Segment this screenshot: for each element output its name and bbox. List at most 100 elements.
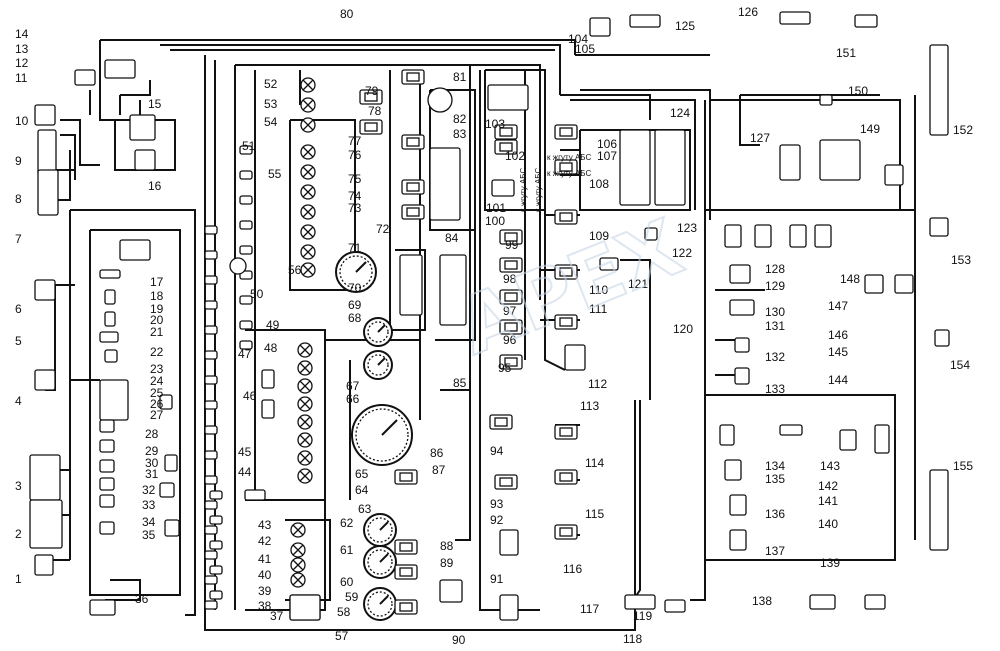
- sensor-145: [864, 274, 884, 294]
- callout-label: 9: [15, 154, 22, 168]
- callout-label: 92: [490, 513, 504, 527]
- indicator-lamp: [290, 542, 306, 558]
- callout-labels: 1234567891011121314151617181920212223242…: [15, 5, 973, 647]
- lamp-cross: [299, 416, 311, 428]
- sensor-144: [894, 274, 914, 294]
- unit-149: [819, 139, 861, 181]
- callout-label: 33: [142, 498, 156, 512]
- wire: [455, 65, 471, 541]
- relay-core: [494, 417, 508, 427]
- callout-label: 42: [258, 534, 272, 548]
- connector: [204, 400, 218, 410]
- unit-112: [564, 344, 586, 371]
- callout-label: 11: [15, 71, 28, 85]
- relay-core: [504, 292, 518, 302]
- callout-label: 99: [505, 238, 519, 252]
- connector: [239, 145, 253, 155]
- callout-label: 31: [145, 467, 159, 481]
- callout-label: 52: [264, 77, 278, 91]
- connector: [239, 295, 253, 305]
- callout-label: 148: [840, 272, 860, 286]
- callout-label: 132: [765, 350, 785, 364]
- connector: [204, 450, 218, 460]
- callout-label: 155: [953, 459, 973, 473]
- lamp-cross: [299, 362, 311, 374]
- callout-label: 154: [950, 358, 970, 372]
- wire: [204, 55, 636, 631]
- switch-panel-69: [399, 254, 423, 316]
- callout-label: 66: [346, 392, 360, 406]
- connector: [209, 490, 223, 500]
- callout-label: 36: [135, 592, 149, 606]
- unit-127: [779, 144, 801, 181]
- lamp-cross: [299, 434, 311, 446]
- relay-core: [559, 527, 573, 537]
- callout-label: 131: [765, 319, 785, 333]
- callout-label: 30: [145, 456, 159, 470]
- horn-6: [34, 279, 56, 301]
- unit-89: [439, 579, 463, 603]
- wire: [70, 209, 196, 616]
- gauge-needle: [377, 357, 386, 366]
- callout-label: 100: [485, 214, 505, 228]
- lamp-cross: [299, 470, 311, 482]
- relay-core: [406, 72, 420, 82]
- callout-label: 4: [15, 394, 22, 408]
- callout-label: 37: [270, 609, 284, 623]
- battery-123: [654, 129, 686, 206]
- actuator-23: [99, 379, 129, 421]
- callout-label: 86: [430, 446, 444, 460]
- callout-label: 139: [820, 556, 840, 570]
- callout-label: 88: [440, 539, 454, 553]
- callout-label: 18: [150, 289, 164, 303]
- switch-122: [644, 227, 658, 241]
- beacon-36: [89, 599, 116, 616]
- lamp-126: [779, 11, 811, 25]
- callout-label: 114: [585, 456, 604, 470]
- wire: [60, 134, 76, 180]
- connector: [239, 220, 253, 230]
- sensor-136: [729, 494, 747, 516]
- gauge: [363, 545, 397, 579]
- wire: [89, 229, 181, 596]
- connector: [209, 565, 223, 575]
- callout-label: 21: [150, 325, 164, 339]
- sensor-35: [99, 521, 115, 535]
- relay-core: [559, 212, 573, 222]
- relay-core: [499, 477, 513, 487]
- callout-label: 81: [453, 70, 467, 84]
- lamp-104: [589, 17, 611, 37]
- connector: [239, 320, 253, 330]
- device-13: [104, 59, 136, 79]
- wire: [710, 99, 901, 210]
- callout-label: 90: [452, 633, 466, 647]
- wire: [579, 129, 691, 211]
- connector: [239, 340, 253, 350]
- light-82: [427, 87, 453, 113]
- callout-label: 101: [486, 201, 506, 215]
- headlamp-3: [29, 454, 61, 501]
- connector: [204, 250, 218, 260]
- sensor-129: [729, 264, 751, 284]
- callout-label: 19: [150, 302, 164, 316]
- wire: [105, 579, 141, 601]
- callout-label: 87: [432, 463, 446, 477]
- wire: [435, 229, 476, 341]
- gauge-needle: [379, 553, 389, 563]
- callout-label: 136: [765, 507, 785, 521]
- wire: [570, 99, 696, 210]
- callout-label: 75: [348, 172, 362, 186]
- relay-core: [406, 137, 420, 147]
- callout-label: 13: [15, 42, 29, 56]
- callout-label: 47: [238, 347, 252, 361]
- gauge: [363, 587, 397, 621]
- indicator-lamp: [300, 164, 316, 180]
- callout-label: 77: [348, 134, 362, 148]
- callout-label: 138: [752, 594, 772, 608]
- sensor-153: [929, 217, 949, 237]
- relay-core: [559, 317, 573, 327]
- relay-core: [559, 427, 573, 437]
- callout-label: 38: [258, 599, 272, 613]
- lamp-cross: [302, 119, 314, 131]
